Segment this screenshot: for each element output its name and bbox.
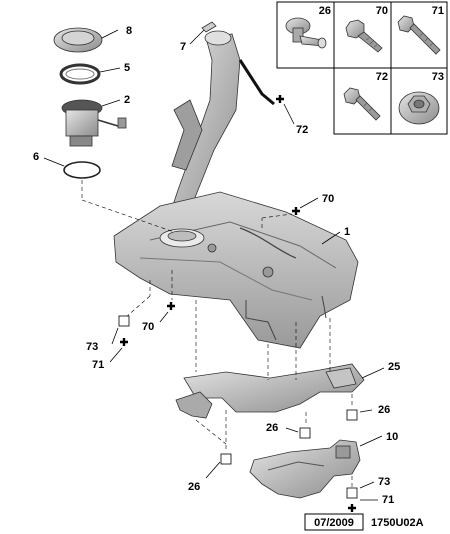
flange-nut-icon: [398, 91, 440, 125]
callout-26a: 26: [378, 404, 390, 416]
callout-8: 8: [126, 25, 132, 37]
callout-2: 2: [124, 94, 130, 106]
callout-70a: 70: [322, 193, 334, 205]
callout-71b: 71: [382, 494, 394, 506]
hardware-label-72: 72: [376, 71, 388, 83]
plus-marker-71b: [348, 504, 356, 512]
heat-shield-part: [175, 363, 365, 419]
fuel-pump-sender-part: [61, 99, 127, 147]
hex-bolt-long-icon: [397, 15, 441, 55]
leader-lines: [43, 29, 385, 501]
diagram-code: 1750U02A: [371, 517, 424, 529]
hardware-label-70: 70: [376, 5, 388, 17]
callout-5: 5: [124, 62, 130, 74]
callout-26c: 26: [188, 481, 200, 493]
lock-ring-part: [59, 63, 101, 85]
callout-labels: 8 5 2 6 7 72 70 1 70 73 71 25 26 26 10 2…: [33, 25, 400, 506]
lock-ring-cover-part: [53, 27, 103, 53]
callout-10: 10: [386, 431, 398, 443]
callout-7: 7: [180, 41, 186, 53]
hex-flange-bolt-icon: [345, 19, 383, 53]
plus-marker-70b: [167, 302, 175, 310]
clip-screw-icon: [285, 17, 327, 49]
callout-25: 25: [388, 361, 400, 373]
footer: 07/2009 1750U02A: [304, 513, 424, 531]
hardware-panel: 26 70 71 72 73: [276, 1, 448, 135]
plus-marker-71a: [120, 338, 128, 346]
hardware-label-26: 26: [319, 5, 331, 17]
date-stamp: 07/2009: [314, 517, 354, 529]
date-stamp-box: [304, 513, 364, 531]
callout-71a: 71: [92, 359, 104, 371]
guide-lines: [81, 180, 353, 488]
callout-26b: 26: [266, 422, 278, 434]
hardware-label-71: 71: [432, 5, 444, 17]
reference-squares: [118, 315, 358, 499]
plus-marker-70a: [292, 207, 300, 215]
pump-seal-ring-part: [63, 161, 101, 179]
hex-bolt-short-icon: [343, 87, 381, 121]
canister-shield-part: [249, 439, 361, 499]
hardware-label-73: 73: [432, 71, 444, 83]
filler-clip-part: [201, 21, 217, 33]
plus-markers: [120, 95, 356, 512]
callout-6: 6: [33, 151, 39, 163]
callout-73a: 73: [86, 341, 98, 353]
callout-72: 72: [296, 124, 308, 136]
callout-73b: 73: [378, 476, 390, 488]
plus-marker-72: [276, 95, 284, 103]
callout-70b: 70: [142, 321, 154, 333]
callout-1: 1: [344, 226, 350, 238]
